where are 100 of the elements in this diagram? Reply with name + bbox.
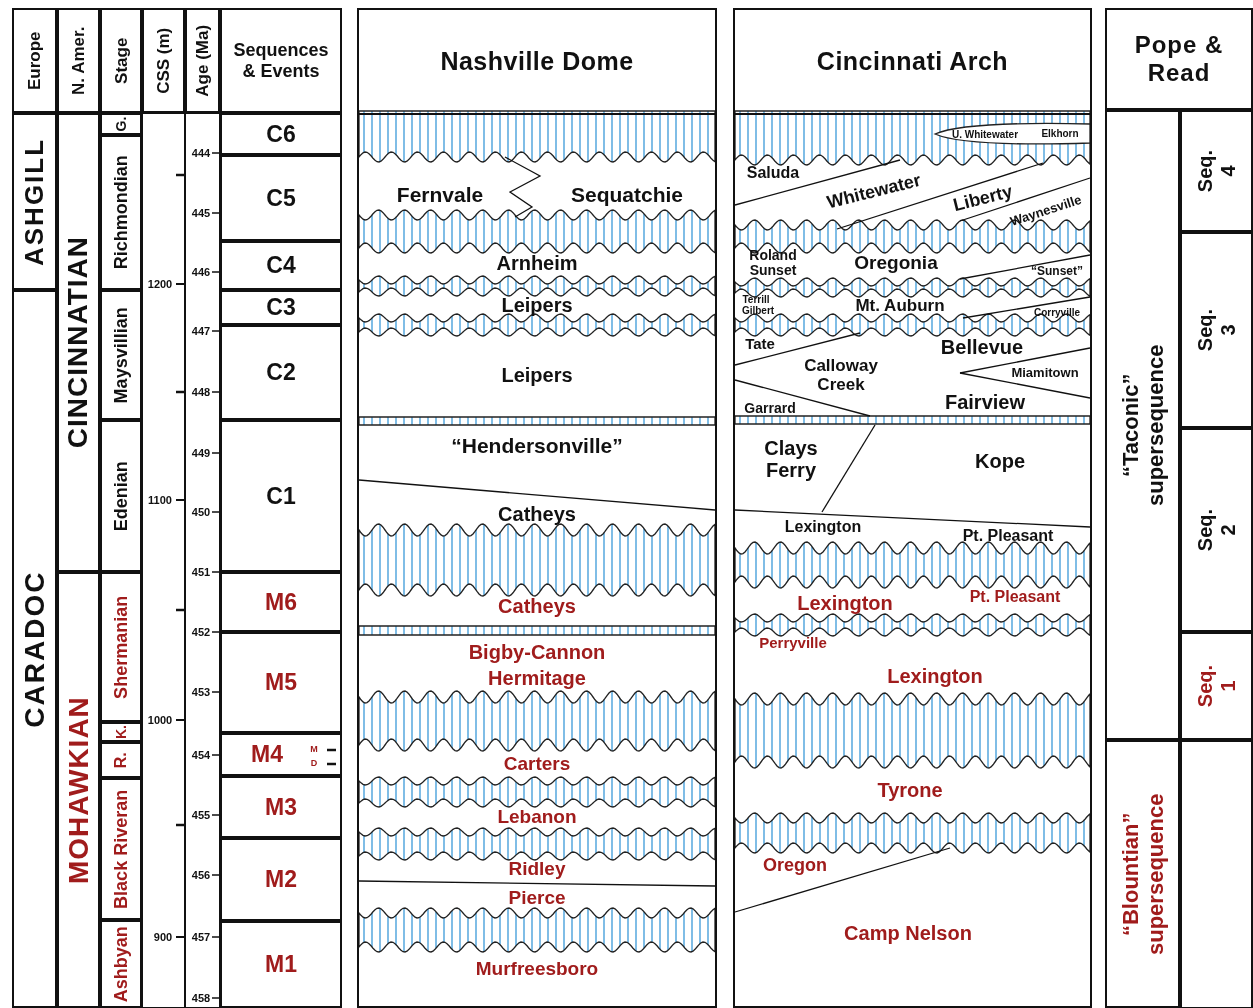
table-cell <box>100 778 142 920</box>
formation-name: Hermitage <box>488 667 586 689</box>
age-tick-label: 447 <box>191 324 211 338</box>
table-cell <box>220 632 342 733</box>
formation-name: Murfreesboro <box>475 958 599 980</box>
column-header: Pope & Read <box>1133 31 1225 87</box>
correlation-column <box>733 8 1092 1008</box>
formation-name: Arnheim <box>496 252 578 274</box>
table-cell <box>1105 110 1180 740</box>
age-tick-label: 444 <box>191 146 211 160</box>
table-cell <box>142 8 185 113</box>
age-tick-label: 452 <box>191 625 211 639</box>
sequence-label: M1 <box>265 951 297 978</box>
series-name: MOHAWKIAN <box>62 695 95 886</box>
formation-name: Calloway Creek <box>803 357 879 395</box>
formation-name: Lexington <box>797 592 893 614</box>
formation-name: Tyrone <box>877 779 943 801</box>
formation-name: Bellevue <box>940 336 1024 358</box>
stage-name: G. <box>112 116 130 132</box>
depth-tick-label: 1200 <box>147 277 173 291</box>
table-cell <box>220 420 342 572</box>
formation-name: Roland <box>749 248 797 264</box>
formation-name: Kope <box>975 450 1025 472</box>
formation-name: Pt. Pleasant <box>962 527 1054 545</box>
column-header: Europe <box>24 30 45 92</box>
stage-name: Shermanian <box>110 594 132 701</box>
sequence-label: C5 <box>266 184 296 212</box>
table-cell <box>220 155 342 241</box>
table-cell <box>100 420 142 572</box>
table-cell <box>220 838 342 921</box>
table-cell <box>220 241 342 290</box>
table-cell <box>1105 8 1253 110</box>
table-cell <box>57 8 100 113</box>
age-tick-label: 450 <box>191 505 211 519</box>
age-tick-label: 448 <box>191 385 211 399</box>
formation-name: Sequatchie <box>571 183 683 207</box>
formation-name: Gilbert <box>741 304 775 316</box>
stage-name: Richmondian <box>110 154 132 272</box>
column-heading: Nashville Dome <box>359 10 715 115</box>
age-tick-label: 458 <box>191 991 211 1005</box>
supersequence-label: “Blountian” supersequence <box>1117 792 1168 957</box>
age-tick-label: 454 <box>191 748 211 762</box>
age-tick-label: 455 <box>191 808 211 822</box>
table-cell <box>220 572 342 632</box>
table-cell <box>1180 632 1253 740</box>
sequence-label: C3 <box>266 294 296 321</box>
depth-tick-label: 900 <box>153 930 173 944</box>
formation-name: Pierce <box>508 887 566 909</box>
formation-name: Catheys <box>498 595 576 617</box>
formation-name: Bigby-Cannon <box>468 641 606 663</box>
series-name: ASHGILL <box>19 136 50 268</box>
formation-name: Ridley <box>508 858 566 880</box>
table-cell <box>12 290 57 1008</box>
stage-name: K. <box>112 725 130 739</box>
supersequence-label: “Taconic” supersequence <box>1117 343 1168 508</box>
table-cell <box>220 733 342 776</box>
formation-name: Oregonia <box>854 252 938 274</box>
sequence-label: M3 <box>265 793 297 821</box>
formation-name: Leipers <box>501 364 573 386</box>
age-tick-label: 457 <box>191 930 211 944</box>
formation-name: Carters <box>503 753 571 775</box>
formation-name: Sunset <box>749 263 797 279</box>
sequence-label: C2 <box>266 359 296 386</box>
stage-name: Maysvillian <box>110 306 132 406</box>
correlation-column <box>357 8 717 1008</box>
age-tick-label: 446 <box>191 265 211 279</box>
formation-name: Elkhorn <box>1041 127 1079 139</box>
formation-name: Liberty <box>951 182 1015 216</box>
age-tick-label: 456 <box>191 868 211 882</box>
sequence-label: M6 <box>265 588 297 616</box>
table-cell <box>100 113 142 135</box>
formation-name: “Sunset” <box>1031 265 1083 279</box>
series-name: CINCINNATIAN <box>62 235 95 451</box>
table-cell <box>1180 232 1253 428</box>
table-cell <box>57 113 100 572</box>
sequence-label: C1 <box>266 482 296 510</box>
formation-name: Fairview <box>945 391 1025 413</box>
formation-name: U. Whitewater <box>951 128 1019 140</box>
marker-letter: D <box>310 759 318 769</box>
table-cell <box>220 325 342 420</box>
formation-name: Clays Ferry <box>763 437 819 481</box>
formation-name: Lexington <box>887 665 983 687</box>
table-cell <box>220 8 342 113</box>
formation-name: Oregon <box>763 856 827 876</box>
age-tick-label: 451 <box>191 565 211 579</box>
table-cell <box>1105 740 1180 1008</box>
age-tick-label: 445 <box>191 206 211 220</box>
table-cell <box>12 113 57 290</box>
formation-name: Garrard <box>744 401 796 417</box>
formation-name: Mt. Auburn <box>855 296 945 316</box>
sequence-label: C6 <box>266 120 296 148</box>
table-cell <box>100 722 142 742</box>
column-header: Age (Ma) <box>192 23 213 99</box>
table-cell <box>57 572 100 1008</box>
column-header: CSS (m) <box>153 26 174 96</box>
formation-name: Miamitown <box>1011 365 1079 381</box>
sequence-label: Seq. 4 <box>1193 148 1240 195</box>
column-header: Stage <box>111 36 131 86</box>
sequence-label: M5 <box>265 669 297 696</box>
table-cell <box>100 920 142 1008</box>
